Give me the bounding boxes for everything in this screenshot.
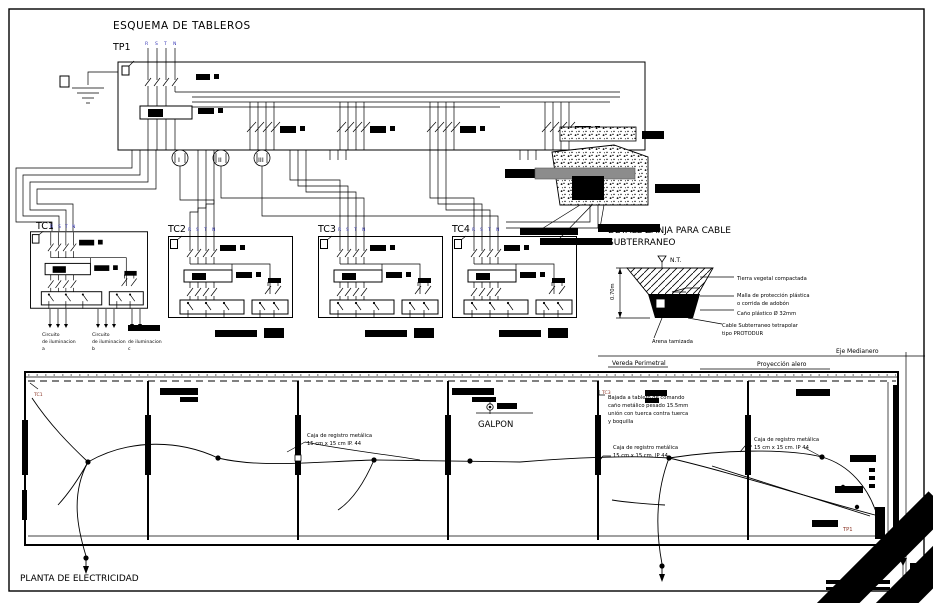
tc3-phase-r: R — [338, 227, 342, 233]
masonry-detail — [505, 126, 700, 245]
trench-ann-cable-2: tipo PROTODUR — [722, 331, 763, 337]
service-entrance: TP1 — [812, 455, 932, 590]
feeder-wiring — [15, 150, 599, 236]
tc1-phase-t: T — [64, 224, 68, 230]
caja2-line2: 15 cm x 15 cm. IP 44 — [613, 453, 669, 459]
trench-detail: DETALE ZANJA PARA CABLE SUBTERRANEO N.T.… — [608, 226, 810, 345]
tc3-phase-t: T — [353, 227, 357, 233]
tc1-circuit-a-3: a — [42, 347, 45, 352]
bajada-line1: Bajada a tablero de comando — [608, 395, 684, 401]
feeder-circle-2: II — [218, 156, 222, 164]
galpon-symbol — [476, 398, 533, 414]
tc2-phase-n: N — [212, 227, 215, 233]
tc1-circuit-b-1: Circuito — [92, 332, 110, 338]
tc-panels: TC1 R S T N TC2 R S T N TC3 R S T N TC4 … — [29, 221, 577, 338]
trench-ann-malla-2: o corrida de adobón — [737, 300, 789, 307]
trench-ann-arena: Arena tamizada — [652, 339, 693, 345]
proyeccion-alero-label: Proyección alero — [757, 361, 807, 368]
tc1-circuit-b-3: b — [92, 346, 95, 352]
trench-depth: 0.70m — [610, 283, 616, 300]
caja-annotation-1: Caja de registro metálica 15 cm x 15 cm … — [286, 432, 421, 461]
plan-tp1-label: TP1 — [842, 527, 853, 533]
feeder-circle-1: I — [178, 156, 180, 164]
plan-tc3-label: TC3 — [601, 390, 611, 396]
trench-ann-tierra: Tierra vegetal compactada — [736, 276, 807, 282]
bajada-line2: caño metálico pesado 15.5mm — [608, 402, 688, 409]
bajada-annotation: Bajada a tablero de comando caño metálic… — [598, 390, 688, 425]
bajada-line3: unión con tuerca contra tuerca — [608, 410, 688, 417]
tc1-phase-n: N — [72, 224, 75, 230]
caja3-line2: 15 cm x 15 cm. IP 44 — [754, 445, 810, 451]
bajada-line4: y boquilla — [608, 419, 633, 425]
tc4-label: TC4 — [451, 224, 470, 235]
tc1-circuit-c-2: c — [128, 347, 131, 352]
tc1-circuit-c-1: de iluminacion — [128, 339, 162, 345]
vereda-perimetral-label: Vereda Perimetral — [612, 360, 666, 367]
trench-nt-label: N.T. — [670, 257, 681, 264]
floor-plan: Eje Medianero Vereda Perimetral Proyecci… — [20, 348, 933, 603]
schema-title: ESQUEMA DE TABLEROS — [113, 20, 251, 32]
tc1-phase-r: R — [50, 224, 54, 230]
tc4-phase-t: T — [487, 227, 491, 233]
eje-medianero-label: Eje Medianero — [836, 348, 879, 355]
tc1-circuit-a-1: Circuito — [42, 332, 60, 338]
tc3-phase-s: S — [346, 227, 349, 233]
tc4-phase-s: S — [480, 227, 483, 233]
caja2-line1: Caja de registro metálica — [613, 444, 678, 451]
caja-annotation-3: Caja de registro metálica 15 cm x 15 cm.… — [739, 436, 823, 458]
caja1-line2: 15 cm x 15 cm IP. 44 — [307, 441, 362, 447]
trench-ann-malla-1: Malla de protección plástica — [737, 292, 810, 299]
caja1-line1: Caja de registro metálica — [307, 432, 372, 439]
trench-ann-cano: Caño plástico Ø 32mm — [737, 310, 796, 317]
tc1-circuit-a-2: de iluminacion — [42, 339, 76, 345]
tc1-label: TC1 — [35, 221, 54, 232]
tc4-phase-n: N — [496, 227, 499, 233]
tp1-phase-n: N — [173, 41, 176, 47]
trench-ann-cable-1: Cable Subterraneo tetrapolar — [722, 323, 799, 329]
tc2-phase-t: T — [203, 227, 207, 233]
tc2-phase-s: S — [196, 227, 199, 233]
tc1-circuits: Circuito de iluminacion a Circuito de il… — [42, 309, 162, 352]
tc3-phase-n: N — [362, 227, 365, 233]
tc1-circuit-b-2: de iluminacion — [92, 339, 126, 345]
feeder-circle-3: III — [258, 156, 264, 164]
tc2-label: TC2 — [167, 224, 186, 235]
galpon-label: GALPON — [478, 420, 513, 430]
plan-tc1-label: TC1 — [33, 392, 43, 398]
tc2-phase-r: R — [188, 227, 192, 233]
panel-schematic: ESQUEMA DE TABLEROS TP1 R S T N — [15, 20, 646, 352]
cable-runs — [31, 397, 877, 582]
sheet-border — [8, 8, 925, 592]
tp1-phase-s: S — [155, 41, 158, 47]
tc3-label: TC3 — [317, 224, 336, 235]
tc4-phase-r: R — [472, 227, 476, 233]
caja-annotation-2: Caja de registro metálica 15 cm x 15 cm.… — [597, 444, 678, 464]
tp1-phase-r: R — [145, 41, 149, 47]
caja3-line1: Caja de registro metálica — [754, 436, 819, 443]
tp1-phase-t: T — [163, 41, 167, 47]
trench-title-1: DETALE ZANJA PARA CABLE — [608, 226, 731, 236]
tp1-breaker-groups — [246, 102, 600, 150]
trench-title-2: SUBTERRANEO — [608, 238, 675, 248]
feeder-circles: I II III — [171, 149, 271, 167]
plan-title: PLANTA DE ELECTRICIDAD — [20, 574, 139, 584]
tp1-label: TP1 — [112, 42, 131, 53]
tc1-phase-s: S — [58, 224, 61, 230]
